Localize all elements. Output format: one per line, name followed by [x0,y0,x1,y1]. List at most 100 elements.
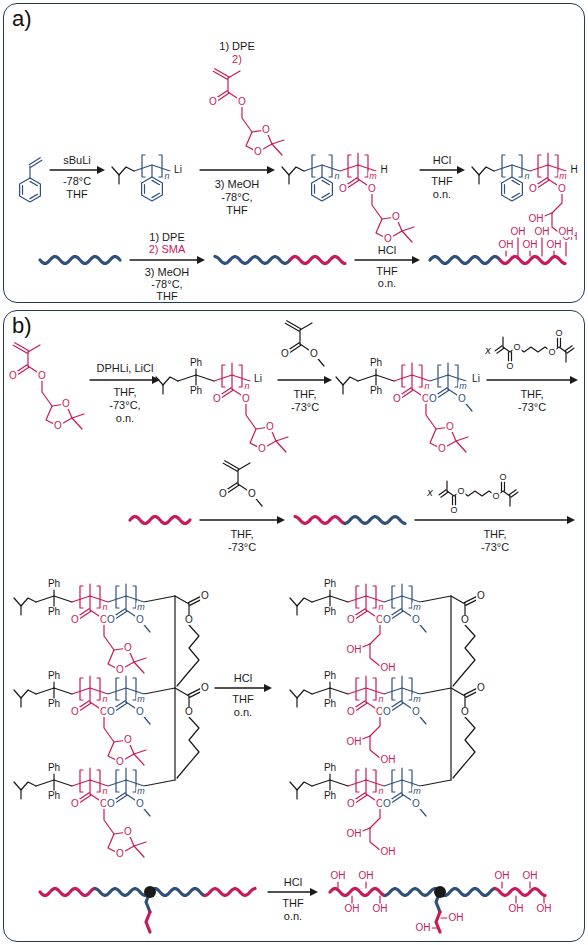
bond [144,688,175,694]
atom-label: O [218,489,228,499]
atom-label: O [505,362,514,371]
atom-label: OH [372,904,389,914]
reagent-label: THF [225,205,248,216]
bond [356,770,359,792]
atom-label: OH [344,904,361,914]
atom-label: O [491,492,500,501]
bond [511,352,512,361]
bond [89,768,90,780]
bond [130,259,199,260]
bond [125,768,126,780]
bond [453,717,475,778]
reagent-label: o.n. [283,911,303,922]
repeat-subscript: n [377,695,384,704]
reagent-label: THF, [229,529,254,540]
bond [151,165,152,177]
atom-label: O [476,683,486,693]
arrowhead [567,516,575,524]
phenyl-label: Ph [323,699,337,709]
atom-label: O [383,234,393,244]
bond [329,780,330,790]
atom-label: OH [534,227,551,237]
atom-label: O [346,707,356,717]
bond [80,770,83,792]
bond [227,78,228,92]
bond [53,780,54,790]
reagent-label: sBuLi [62,155,92,166]
repeat-subscript: n [243,382,250,391]
atom-label: OH [510,227,527,237]
atom-label: O [212,394,222,404]
bond [438,365,441,387]
bond [502,177,523,201]
bond [504,482,505,491]
bond [14,598,36,606]
atom-label: H [569,165,578,175]
bond [300,323,312,330]
bond [53,596,54,606]
phenyl-label: Ph [47,763,61,773]
atom-label: O [346,799,356,809]
reagent-label: HCl [432,155,452,166]
bond [134,662,144,673]
bond [342,385,343,394]
atom-label: O [391,212,401,222]
bond [402,365,405,387]
bond [508,352,509,361]
bond [329,596,330,606]
bond [79,703,91,711]
equivalents-label: x [426,487,434,498]
bond [112,167,134,175]
bond [27,352,28,366]
atom-label: OH [346,737,363,747]
repeat-subscript: m [412,695,422,704]
reagent-label: THF [65,189,88,200]
phenyl-label: Ph [323,671,337,681]
phenyl-label: Ph [323,579,337,589]
atom-label: O [265,422,275,432]
phenyl-label: Ph [323,791,337,801]
bond [355,611,367,619]
bond [30,194,37,198]
atom-label: O [457,394,467,404]
reagent-label: 3) MeOH [144,267,191,278]
bond [14,782,36,790]
equivalents-label: x [484,345,492,356]
bond [287,321,301,329]
bond [97,678,100,700]
bond [79,795,91,803]
phenyl-label: Ph [47,791,61,801]
atom-label: O [115,849,125,859]
bond [391,795,403,803]
bond [357,165,358,179]
bond [134,846,144,857]
arrowhead [310,888,318,896]
bond [89,596,90,610]
repeat-subscript: m [558,172,568,181]
repeat-subscript: m [412,787,422,796]
bond [215,257,290,264]
bond [411,375,412,389]
atom-label: O [135,707,145,717]
bond [365,780,366,794]
reagent-label: -73°C [517,402,547,413]
bond [299,330,300,344]
atom-label: O [449,506,458,515]
bond [565,346,572,351]
atom-label: O [445,422,455,432]
bond [188,604,189,615]
bond [177,717,199,778]
bond [142,155,145,177]
bond [357,153,358,165]
bond [290,782,312,790]
bond [142,177,163,201]
bond [289,345,301,353]
atom-label: O [115,665,125,675]
atom-label: OH [358,871,375,881]
repeat-subscript: m [412,603,422,612]
bond [146,912,150,932]
atom-label: O [460,615,470,625]
bond [437,390,449,398]
bond [89,676,90,688]
bond [351,896,352,903]
